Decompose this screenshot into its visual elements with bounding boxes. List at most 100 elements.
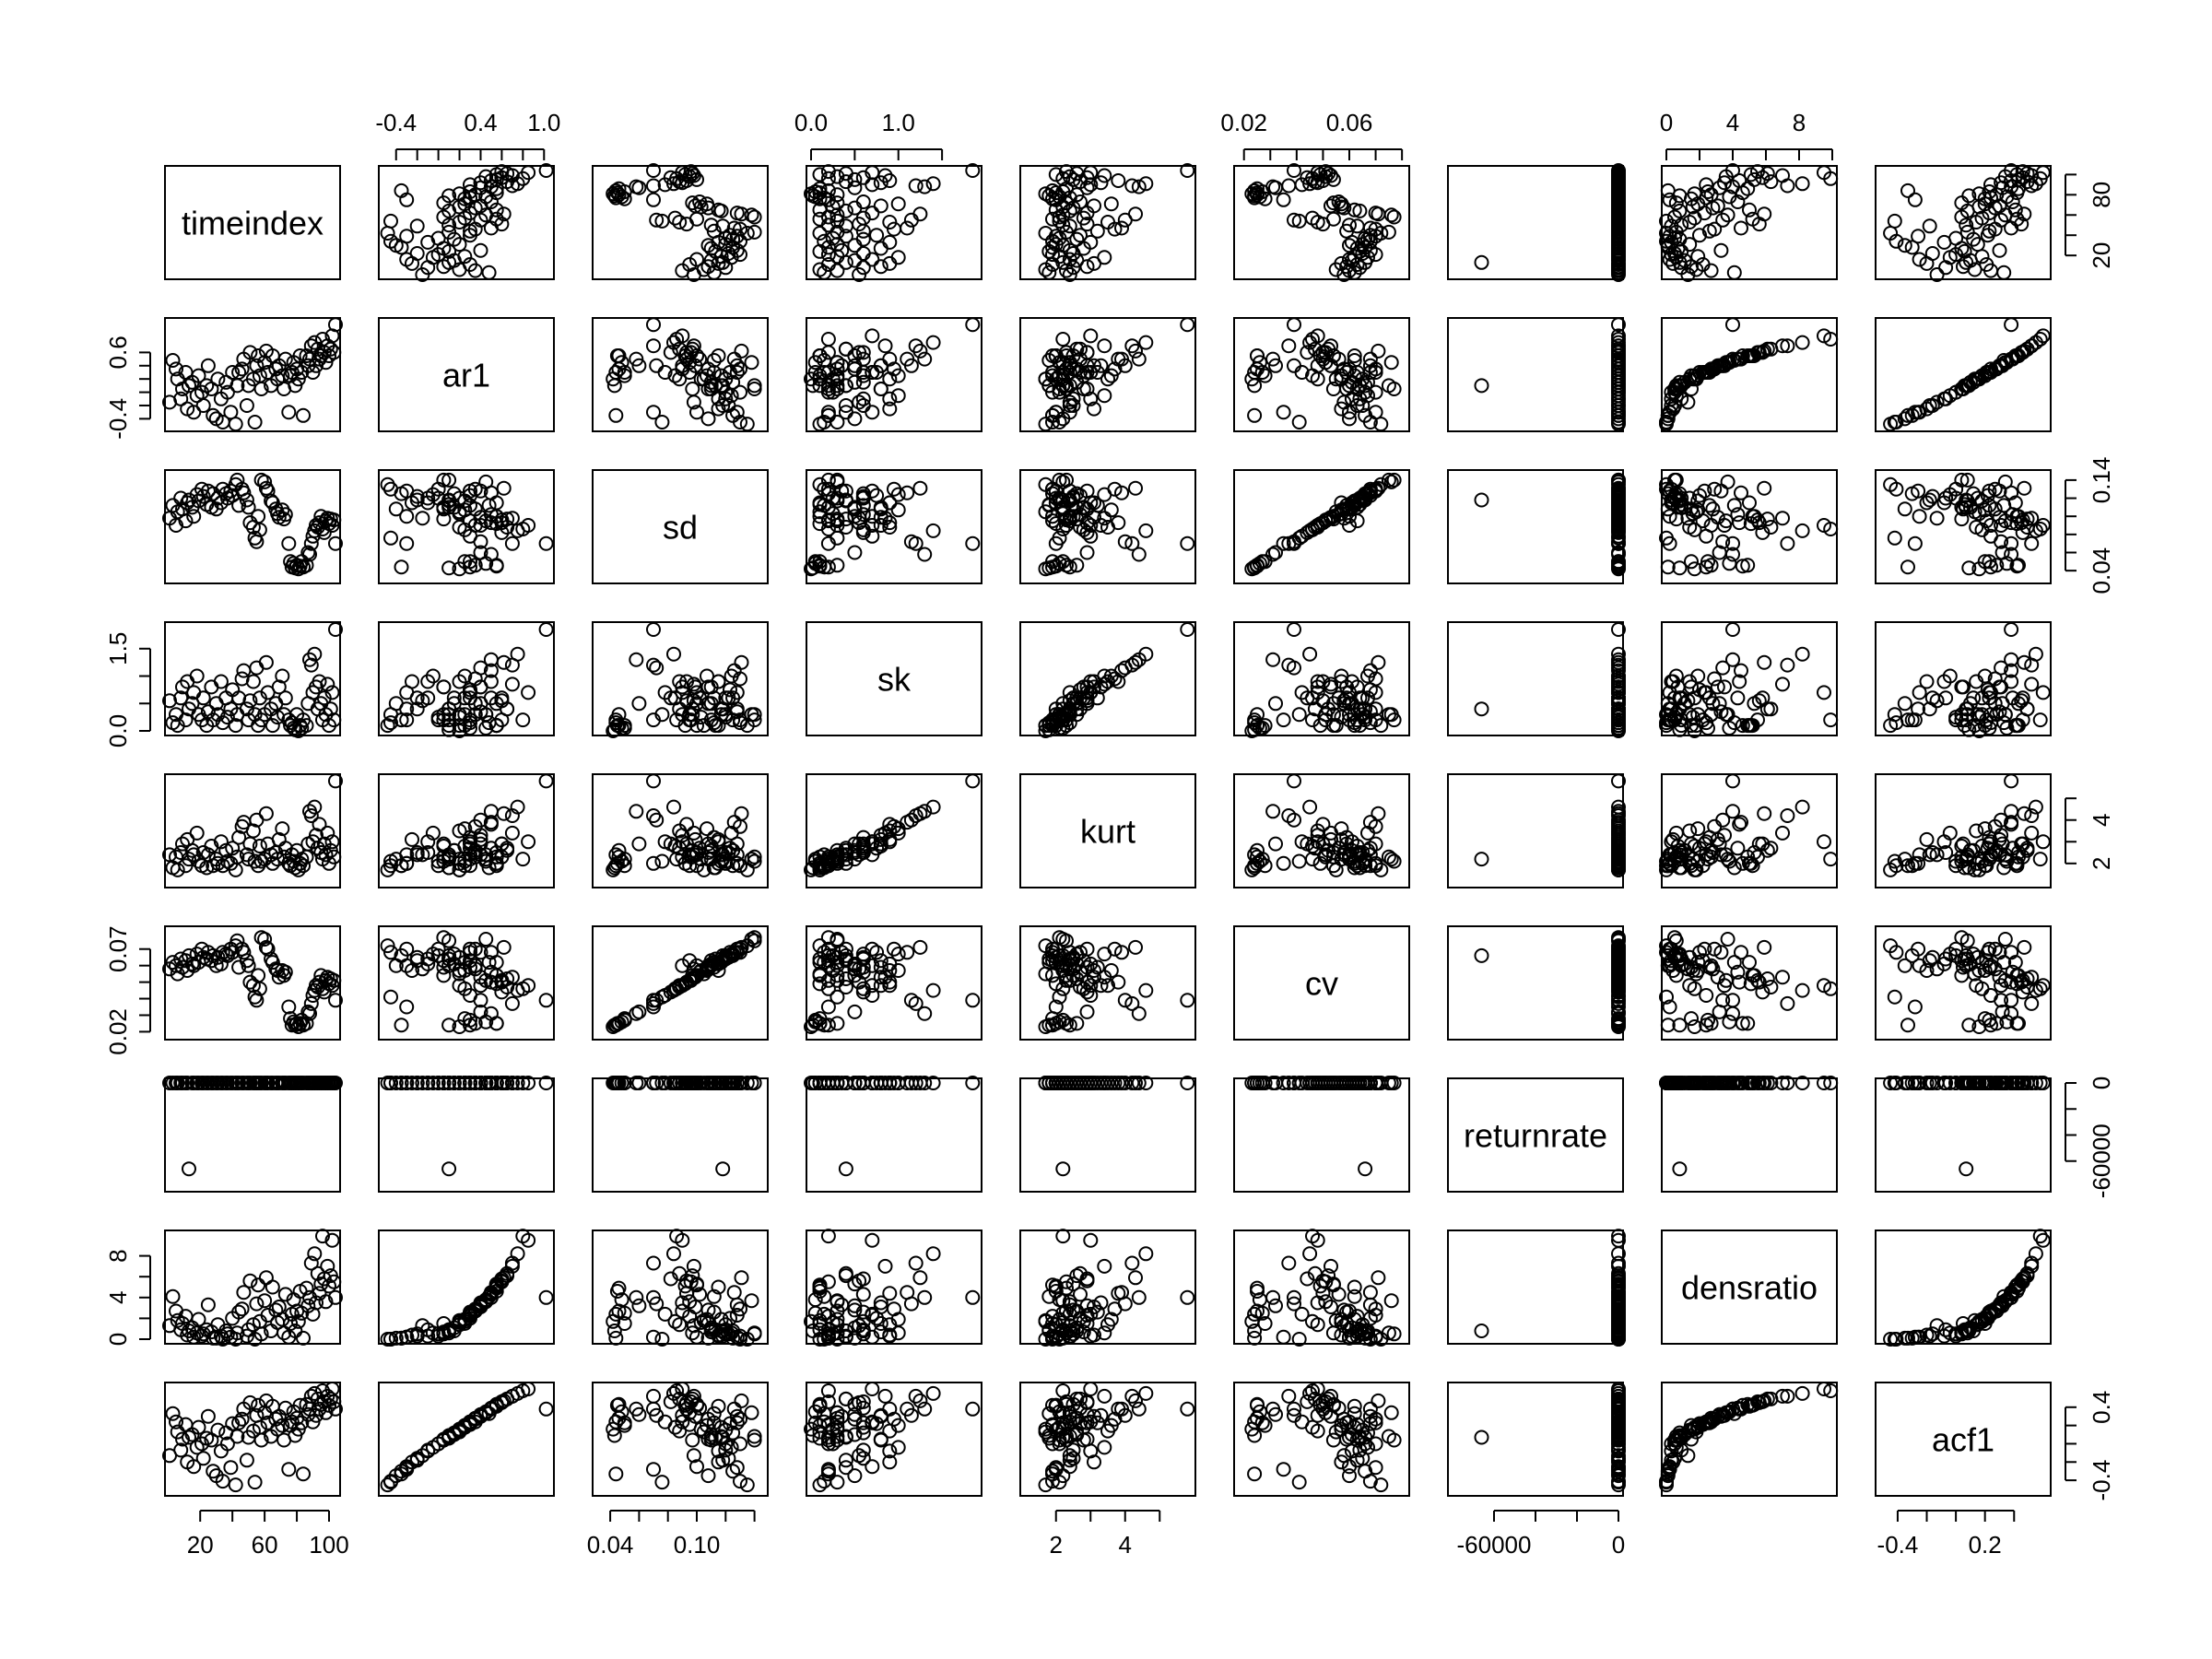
data-point-6-1-53: [457, 1076, 473, 1090]
data-point-2-1-49: [457, 502, 473, 518]
data-point-0-4-48: [1087, 198, 1101, 214]
data-point-4-1-75: [504, 825, 520, 841]
data-point-3-8-36: [1887, 707, 1902, 723]
data-point-5-4-35: [1100, 978, 1115, 994]
data-point-1-3-23: [855, 374, 871, 390]
panel-1-7: [1661, 317, 1838, 432]
data-point-2-4-27: [1038, 477, 1053, 492]
data-point-4-0-79: [326, 849, 342, 865]
data-point-0-4-65: [1124, 178, 1140, 194]
data-point-4-8-7: [1919, 831, 1935, 847]
data-point-5-3-75: [877, 970, 893, 985]
data-point-1-3-35: [882, 371, 898, 387]
data-point-7-4-60: [1055, 1305, 1071, 1321]
data-point-0-1-16: [473, 242, 488, 258]
data-point-0-8-25: [1911, 229, 1926, 244]
data-point-5-7-63: [1712, 1004, 1727, 1019]
data-point-1-5-73: [1300, 345, 1315, 360]
data-point-3-8-7: [1919, 674, 1935, 689]
variable-name-cv: cv: [1305, 965, 1338, 1003]
data-point-4-2-64: [629, 804, 644, 819]
data-point-7-3-67: [925, 1246, 941, 1262]
data-point-2-5-42: [1371, 480, 1386, 496]
data-point-6-7-78: [1817, 1076, 1831, 1090]
data-point-5-2-64: [629, 1006, 644, 1021]
data-point-4-7-77: [1759, 842, 1775, 858]
data-point-7-0-75: [320, 1258, 335, 1274]
data-point-2-1-41: [478, 474, 494, 489]
data-point-2-1-23: [446, 486, 462, 501]
data-point-2-1-0: [415, 511, 430, 526]
data-point-2-0-31: [236, 485, 252, 500]
data-point-2-3-40: [820, 472, 836, 488]
data-point-4-0-58: [290, 862, 306, 877]
data-point-3-6-65: [1611, 657, 1626, 673]
data-point-3-4-65: [1124, 657, 1140, 673]
data-point-7-3-78: [865, 1232, 880, 1248]
data-point-3-6-8: [1474, 701, 1489, 717]
data-point-7-2-56: [606, 1324, 622, 1338]
data-point-1-2-56: [606, 378, 622, 394]
data-point-2-7-64: [1725, 547, 1740, 562]
data-point-6-7-8: [1672, 1161, 1688, 1177]
data-point-0-4-29: [1089, 223, 1105, 239]
data-point-1-5-61: [1247, 407, 1263, 423]
panel-2-0: [164, 469, 341, 584]
data-point-0-4-49: [1103, 196, 1119, 212]
data-point-4-1-72: [515, 852, 531, 867]
data-point-1-3-27: [812, 417, 828, 432]
panel-0-1: [378, 165, 555, 280]
data-point-6-4-79: [1059, 1076, 1074, 1090]
data-point-5-0-23: [218, 947, 234, 962]
data-point-1-0-34: [242, 345, 258, 360]
data-point-2-4-78: [1083, 518, 1099, 533]
data-point-6-8-77: [2019, 1076, 2035, 1090]
data-point-5-8-21: [1936, 956, 1952, 971]
data-point-1-5-60: [1254, 365, 1270, 380]
data-point-4-5-62: [1250, 849, 1265, 865]
data-point-4-7-58: [1687, 862, 1702, 877]
data-point-4-8-60: [1982, 852, 1997, 867]
data-point-7-3-46: [847, 1302, 863, 1318]
data-point-2-4-52: [1048, 535, 1064, 551]
data-point-6-1-72: [515, 1076, 531, 1090]
panel-7-4: [1019, 1230, 1196, 1345]
data-point-5-0-51: [277, 964, 293, 980]
data-point-0-8-1: [1996, 265, 2012, 280]
data-point-0-8-56: [1961, 188, 1977, 204]
data-point-7-0-40: [253, 1326, 269, 1342]
data-point-4-1-70: [483, 817, 499, 832]
data-point-1-6-36: [1611, 415, 1626, 429]
data-point-1-8-21: [1936, 391, 1952, 406]
data-point-3-7-68: [1717, 679, 1732, 695]
data-point-3-0-49: [275, 668, 290, 684]
data-point-5-8-40: [1954, 930, 1970, 946]
data-point-6-3-68: [873, 1076, 888, 1090]
data-point-4-7-67: [1794, 799, 1810, 815]
data-point-0-5-33: [1342, 218, 1357, 233]
data-point-6-3-70: [882, 1076, 898, 1090]
data-point-6-3-78: [865, 1076, 880, 1090]
data-point-2-8-42: [2017, 480, 2032, 496]
data-point-3-2-63: [631, 696, 647, 712]
data-point-3-1-27: [380, 718, 395, 734]
data-point-5-8-72: [2032, 981, 2048, 996]
data-point-5-4-68: [1093, 978, 1109, 994]
data-point-4-7-66: [1699, 834, 1714, 850]
data-point-0-5-30: [1368, 221, 1383, 237]
data-point-1-7-58: [1687, 371, 1702, 387]
data-point-0-3-9: [847, 253, 863, 268]
data-point-4-0-17: [204, 839, 219, 853]
data-point-2-4-80: [1180, 535, 1195, 551]
data-point-3-8-42: [2017, 654, 2032, 670]
data-point-0-3-49: [890, 196, 906, 212]
data-point-3-2-44: [713, 701, 729, 717]
data-point-2-4-66: [1083, 528, 1099, 544]
data-point-2-4-76: [1048, 516, 1064, 532]
data-point-2-0-79: [326, 512, 342, 528]
data-point-5-8-32: [1922, 953, 1937, 969]
data-point-1-2-49: [700, 368, 714, 383]
data-point-1-0-37: [249, 358, 265, 373]
data-point-4-0-36: [247, 853, 263, 869]
data-point-2-3-41: [830, 474, 845, 489]
